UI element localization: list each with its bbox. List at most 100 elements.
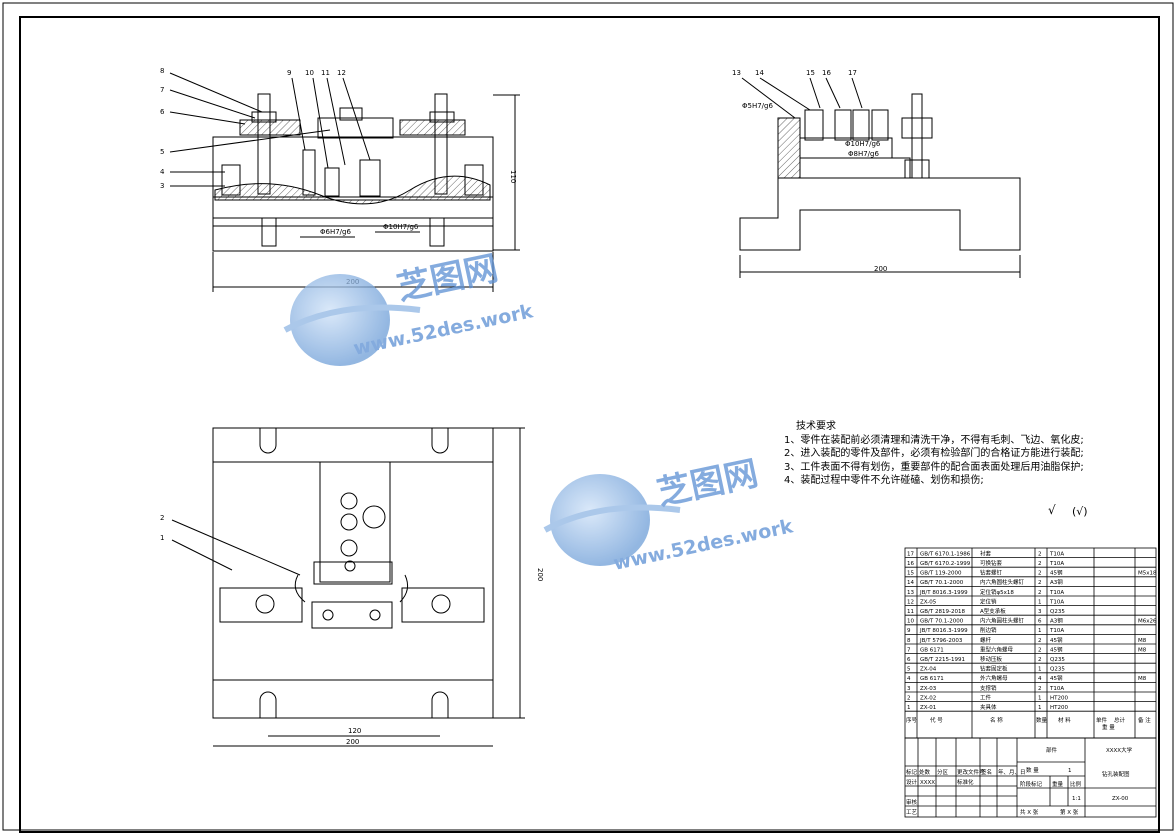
- roughness-symbol: √: [1048, 503, 1056, 517]
- bom-cell-mat: 45钢: [1050, 569, 1063, 577]
- bom-table: [904, 547, 1157, 739]
- bom-cell-mat: Q235: [1050, 609, 1065, 615]
- bom-cell-qty: 4: [1038, 676, 1042, 682]
- tb-col-date: 年、月、日: [998, 768, 1026, 776]
- bom-cell-no: 6: [907, 657, 911, 663]
- balloon-16: 16: [822, 69, 831, 77]
- note-3: 3、工件表面不得有划伤，重要部件的配合面表面处理后用油脂保护;: [784, 461, 1084, 473]
- balloon-9: 9: [287, 69, 291, 77]
- balloon-11: 11: [321, 69, 330, 77]
- bom-cell-no: 13: [907, 590, 914, 596]
- bom-header-name: 名 称: [990, 716, 1003, 724]
- balloon-1: 1: [160, 534, 164, 542]
- top-height-dim: 200: [536, 568, 544, 581]
- bom-cell-note: M5x18: [1138, 571, 1157, 577]
- front-height-dim: 110: [509, 170, 517, 183]
- tb-scale-value: 1:1: [1072, 796, 1081, 802]
- roughness-other: (√): [1072, 505, 1088, 518]
- fit-10h7g6-side: Φ10H7/g6: [845, 140, 881, 148]
- bom-cell-mat: 45钢: [1050, 674, 1063, 682]
- fit-10h7g6: Φ10H7/g6: [383, 223, 419, 231]
- bom-cell-code: GB 6171: [920, 647, 944, 653]
- tb-row-mark: 标记: [906, 768, 918, 776]
- bom-cell-name: 重型六角螺母: [980, 645, 1014, 653]
- bom-cell-no: 8: [907, 638, 911, 644]
- tb-scale-label: 比例: [1070, 780, 1082, 788]
- bom-cell-qty: 3: [1038, 609, 1042, 615]
- bom-header-code: 代 号: [930, 716, 943, 724]
- tb-drawing-name: 钻孔装配图: [1102, 770, 1130, 778]
- watermark-bottom: 芝图网 www.52des.work: [543, 453, 795, 575]
- bom-cell-name: 定位销: [980, 597, 997, 605]
- bom-cell-qty: 2: [1038, 638, 1042, 644]
- bom-cell-name: 钻套螺钉: [980, 569, 1003, 577]
- bom-cell-code: ZX-05: [920, 599, 937, 605]
- balloon-12: 12: [337, 69, 346, 77]
- bom-cell-note: M8: [1138, 647, 1147, 653]
- balloon-3: 3: [160, 182, 164, 190]
- bom-header-no: 序号: [906, 716, 918, 724]
- tb-qty-label: 数 量: [1026, 766, 1039, 774]
- bom-cell-mat: A3钢: [1050, 617, 1063, 625]
- bom-cell-name: 内六角圆柱头螺钉: [980, 617, 1025, 625]
- tb-stage: 阶段标记: [1020, 780, 1043, 788]
- bom-cell-mat: T10A: [1049, 551, 1064, 557]
- tb-weight: 重量: [1052, 780, 1064, 788]
- bom-cell-code: GB/T 6170.1-1986: [920, 551, 971, 557]
- bom-cell-qty: 1: [1038, 667, 1042, 673]
- tb-designer: XXXX: [920, 780, 935, 786]
- top-slot-dim: 120: [348, 727, 361, 735]
- bom-header-total: 总计: [1114, 716, 1126, 724]
- bom-cell-qty: 2: [1038, 590, 1042, 596]
- fit-6h7g6: Φ6H7/g6: [320, 228, 351, 236]
- bom-cell-no: 2: [907, 695, 911, 701]
- bom-cell-name: 定位销φ5x18: [980, 588, 1014, 596]
- bom-cell-code: JB/T 5796-2003: [919, 638, 963, 644]
- bom-cell-name: 工件: [980, 693, 992, 701]
- bom-cell-code: GB 6171: [920, 676, 944, 682]
- bom-cell-no: 14: [907, 580, 914, 586]
- bom-cell-code: GB/T 2215-1991: [920, 657, 965, 663]
- bom-cell-qty: 1: [1038, 628, 1042, 634]
- balloon-17: 17: [848, 69, 857, 77]
- watermark-brand-2: 芝图网: [654, 453, 762, 513]
- balloon-10: 10: [305, 69, 314, 77]
- bom-cell-qty: 2: [1038, 686, 1042, 692]
- bom-cell-mat: A3钢: [1050, 578, 1063, 586]
- bom-cell-qty: 2: [1038, 551, 1042, 557]
- bom-cell-qty: 1: [1038, 695, 1042, 701]
- tb-qty-value: 1: [1068, 768, 1072, 774]
- bom-cell-no: 4: [907, 676, 911, 682]
- watermark-brand: 芝图网: [394, 248, 502, 308]
- title-block-text: 部件 XXXX大学 数 量 1 钻孔装配图 阶段标记 重量 比例 1:1 ZX-…: [906, 746, 1133, 816]
- bom-cell-no: 12: [907, 599, 914, 605]
- technical-requirements: 技术要求 1、零件在装配前必须清理和清洗干净，不得有毛刺、飞边、氧化皮; 2、进…: [784, 420, 1124, 488]
- bom-cell-qty: 6: [1038, 619, 1042, 625]
- bom-cell-qty: 1: [1038, 705, 1042, 711]
- notes-title: 技术要求: [796, 421, 836, 432]
- tb-sheets: 共 X 张: [1020, 808, 1039, 816]
- balloon-2: 2: [160, 514, 164, 522]
- bom-cell-name: 螺杆: [980, 636, 992, 644]
- bom-cell-name: 移动压板: [980, 655, 1003, 663]
- bom-header-qty: 数量: [1036, 716, 1048, 724]
- balloon-5: 5: [160, 148, 164, 156]
- tb-row-design: 设计: [906, 778, 918, 786]
- bom-cell-code: ZX-03: [920, 686, 937, 692]
- bom-cell-name: 钻套固定板: [980, 665, 1008, 673]
- side-view-labels: 13 14 15 16 17 200 Φ5H7/g6 Φ10H7/g6 Φ8H7…: [732, 69, 887, 273]
- tb-drawing-no: ZX-00: [1112, 796, 1129, 802]
- side-view: [739, 77, 1021, 278]
- bom-cell-mat: Q235: [1050, 657, 1065, 663]
- bom-cell-no: 1: [907, 705, 911, 711]
- bom-header-note: 备 注: [1138, 716, 1151, 724]
- bom-cell-code: ZX-02: [920, 695, 936, 701]
- bom-cell-code: GB/T 70.1-2000: [920, 619, 964, 625]
- bom-cell-mat: HT200: [1050, 695, 1068, 701]
- bom-cell-name: A型支承板: [980, 607, 1006, 615]
- bom-cell-mat: T10A: [1049, 590, 1064, 596]
- balloon-13: 13: [732, 69, 741, 77]
- bom-cell-mat: 45钢: [1050, 636, 1063, 644]
- bom-header-mat: 材 料: [1058, 716, 1071, 724]
